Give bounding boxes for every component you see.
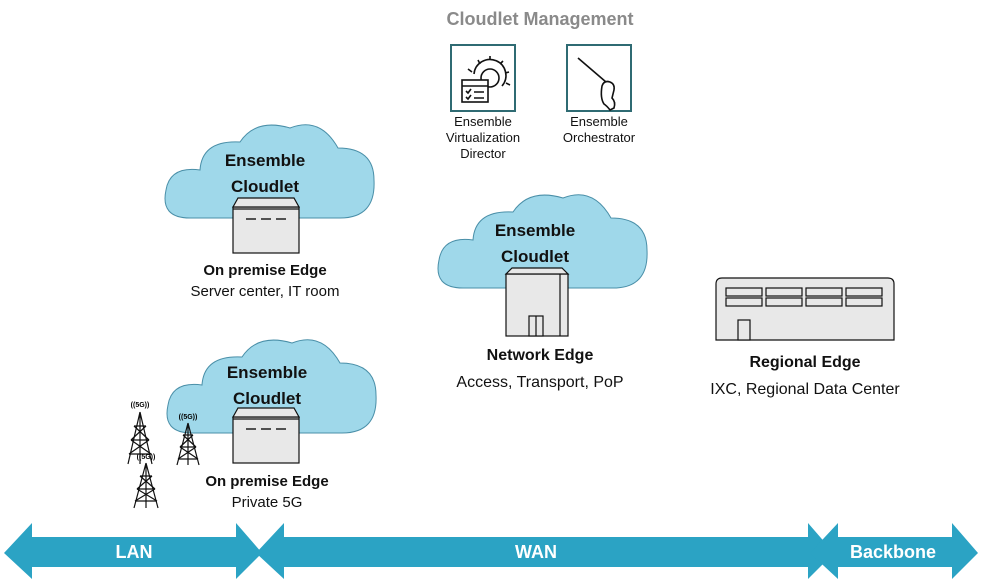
page-title: Cloudlet Management — [446, 9, 634, 29]
tower-badge: ((5G)) — [179, 414, 198, 421]
tower-badge: ((5G)) — [131, 402, 150, 409]
wan-label: WAN — [515, 542, 557, 562]
orchestrator-tile[interactable] — [566, 44, 632, 112]
cell-tower-icon: ((5G)) — [127, 402, 153, 465]
lan-label: LAN — [115, 542, 153, 562]
backbone-arrow — [810, 523, 978, 579]
cloud-icon — [437, 194, 648, 289]
gear-window-icon — [461, 56, 511, 103]
regional-edge-subtitle: IXC, Regional Data Center — [710, 381, 900, 398]
orchestrator-label: Ensemble Orchestrator — [562, 114, 636, 145]
cell-tower-icon: ((5G)) — [176, 414, 200, 466]
regional-edge-title: Regional Edge — [749, 354, 861, 371]
onprem-server-edge-title: On premise Edge — [203, 262, 327, 279]
cloud-icon — [164, 124, 375, 219]
wan-arrow — [256, 523, 834, 579]
cloudlet-label-onprem-top: Ensemble Cloudlet — [224, 151, 306, 196]
cloudlet-label-onprem-bottom: Ensemble Cloudlet — [226, 363, 308, 408]
onprem-server-edge-subtitle: Server center, IT room — [190, 283, 340, 300]
building-icon — [231, 407, 301, 464]
network-edge-title: Network Edge — [486, 347, 594, 364]
backbone-label: Backbone — [849, 542, 937, 562]
cell-tower-icon: ((5G)) — [133, 454, 159, 509]
tower-badge: ((5G)) — [137, 454, 156, 461]
building-icon — [231, 197, 301, 254]
virtualization-director-tile[interactable] — [450, 44, 516, 112]
onprem-5g-edge-title: On premise Edge — [205, 473, 329, 490]
datacenter-icon — [715, 277, 895, 341]
wand-hand-icon — [577, 57, 616, 112]
network-edge-subtitle: Access, Transport, PoP — [456, 374, 624, 391]
cloud-icon — [166, 339, 377, 434]
cloudlet-label-network: Ensemble Cloudlet — [494, 221, 576, 266]
onprem-5g-edge-subtitle: Private 5G — [231, 494, 303, 511]
virtualization-director-label: Ensemble Virtualization Director — [445, 114, 521, 161]
lan-arrow — [4, 523, 262, 579]
building-icon — [504, 267, 570, 337]
